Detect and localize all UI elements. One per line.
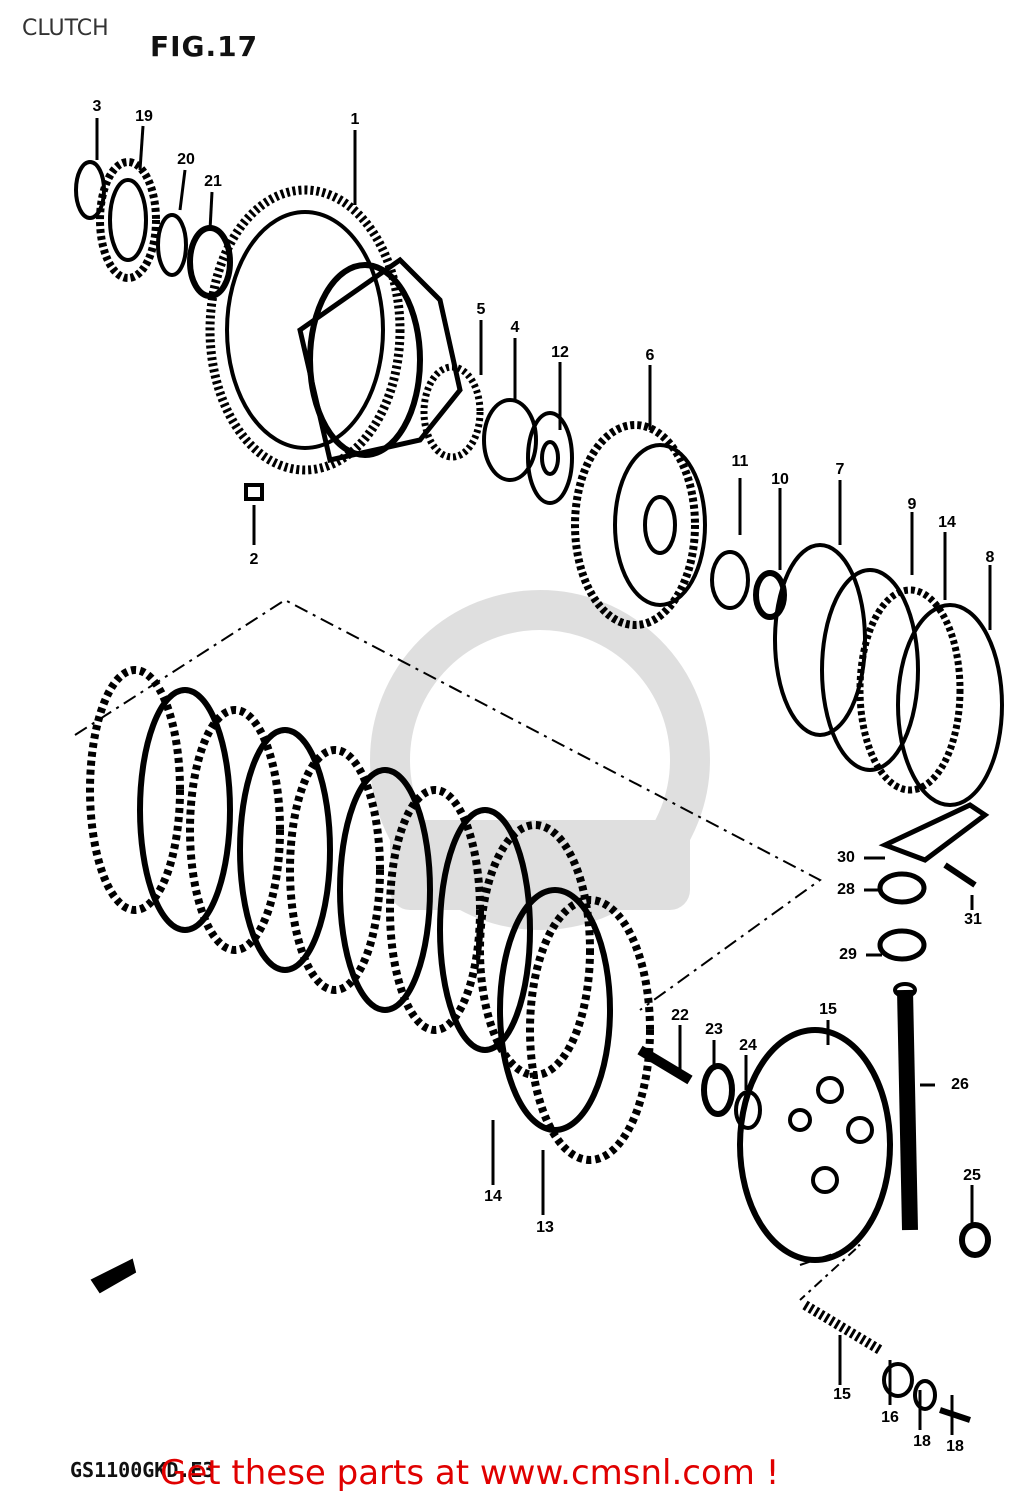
figure-number: FIG.17 bbox=[150, 30, 259, 63]
part-label-14-upper: 14 bbox=[938, 514, 956, 531]
part-label-30: 30 bbox=[837, 849, 855, 866]
page-title: CLUTCH bbox=[22, 16, 109, 41]
model-code: GS1100GKD.E3 bbox=[70, 1458, 215, 1482]
part-label-18: 18 bbox=[946, 1438, 964, 1455]
part-label-16: 15 bbox=[833, 1386, 851, 1403]
part-label-5: 5 bbox=[476, 301, 486, 318]
part-label-26: 25 bbox=[963, 1167, 981, 1184]
part-label-22: 21 bbox=[204, 173, 222, 190]
part-label-7: 7 bbox=[835, 461, 845, 478]
part-label-13: 13 bbox=[536, 1219, 554, 1236]
footer-link[interactable]: Get these parts at www.cmsnl.com ! bbox=[160, 1453, 780, 1493]
part-label-11: 11 bbox=[731, 453, 749, 470]
part-label-10: 10 bbox=[771, 471, 789, 488]
part-label-19: 18 bbox=[913, 1433, 931, 1450]
part-label-15: 15 bbox=[819, 1001, 837, 1018]
part-label-3: 3 bbox=[92, 98, 102, 115]
part-label-23: 22 bbox=[671, 1007, 689, 1024]
part-label-2: 2 bbox=[249, 551, 259, 568]
part-label-28: 28 bbox=[837, 881, 855, 898]
part-label-25: 24 bbox=[739, 1037, 757, 1054]
part-label-20: 19 bbox=[135, 108, 153, 125]
part-label-6: 6 bbox=[645, 347, 655, 364]
part-label-29: 29 bbox=[839, 946, 857, 963]
part-label-21: 20 bbox=[177, 151, 195, 168]
part-label-8: 8 bbox=[985, 549, 995, 566]
part-label-27: 26 bbox=[951, 1076, 969, 1093]
watermark-logo bbox=[370, 590, 710, 930]
part-label-31: 31 bbox=[964, 911, 982, 928]
part-label-24: 23 bbox=[705, 1021, 723, 1038]
part-label-14-lower: 14 bbox=[484, 1188, 502, 1205]
part-label-12: 12 bbox=[551, 344, 569, 361]
part-label-1: 1 bbox=[350, 111, 360, 128]
part-label-9: 9 bbox=[907, 496, 917, 513]
part-label-4: 4 bbox=[510, 319, 520, 336]
part-label-17: 16 bbox=[881, 1409, 899, 1426]
